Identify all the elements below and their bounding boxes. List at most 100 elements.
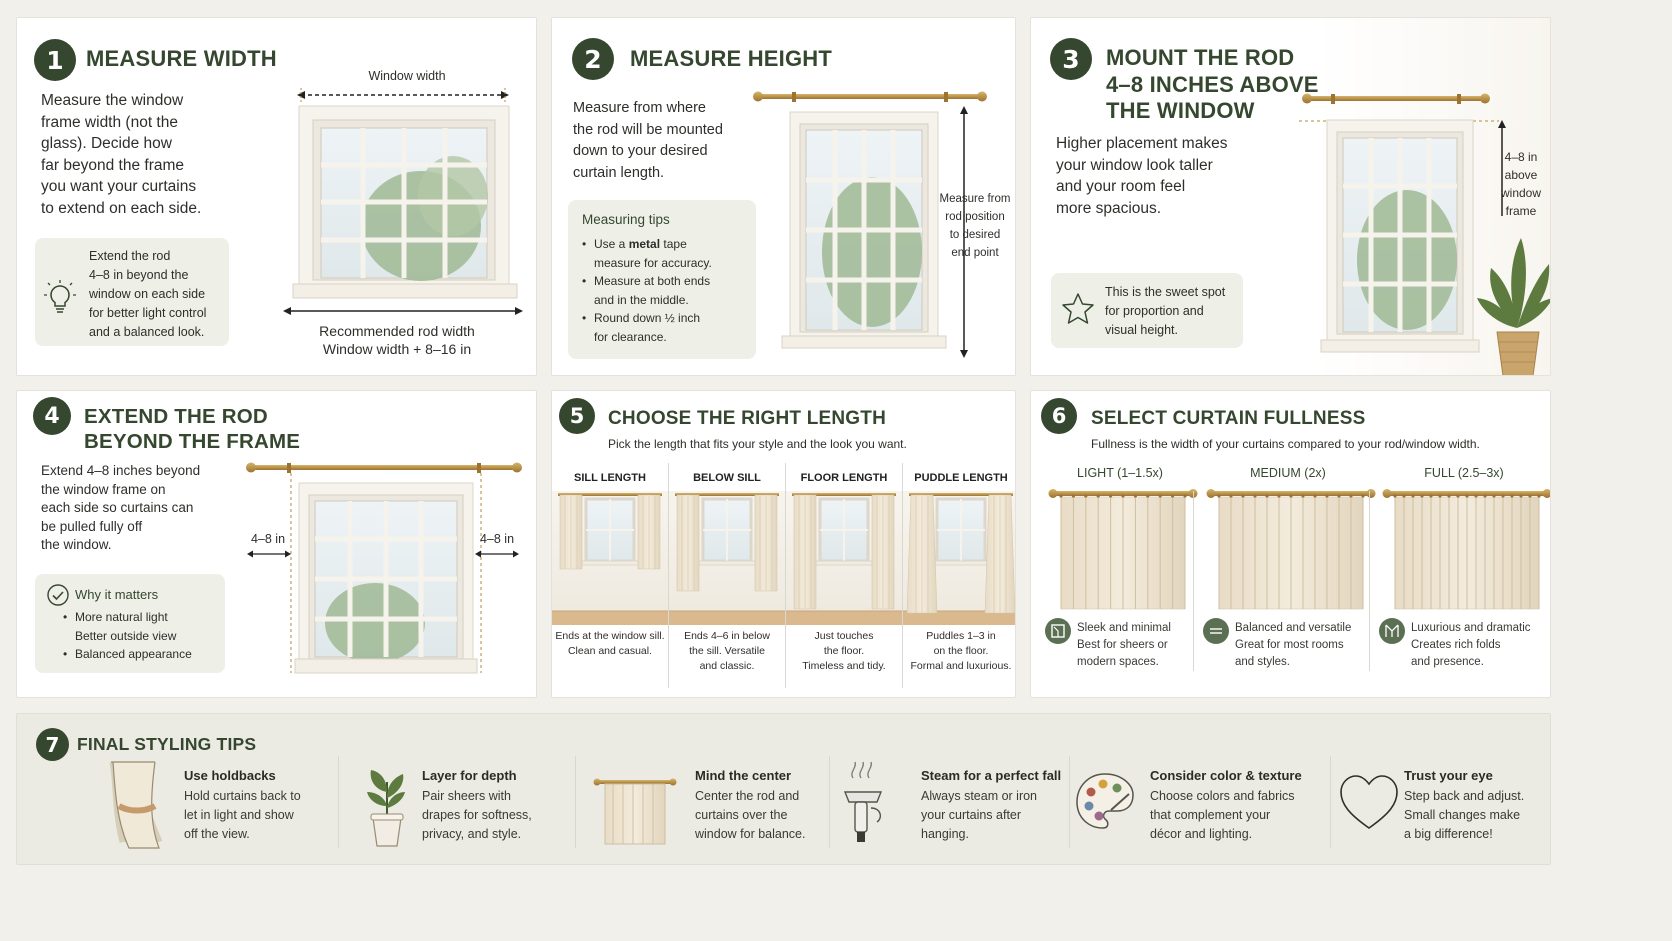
step-title: CHOOSE THE RIGHT LENGTH xyxy=(608,408,886,429)
step-number: 7 xyxy=(36,728,69,761)
fullness-illustration xyxy=(1382,489,1550,610)
length-column-head: FLOOR LENGTH xyxy=(800,472,888,484)
step-subtitle: Pick the length that fits your style and… xyxy=(608,437,907,451)
length-illustration xyxy=(552,491,668,625)
step-number: 3 xyxy=(1050,38,1092,80)
window-illustration xyxy=(1320,119,1480,353)
styling-tip-title: Layer for depth xyxy=(422,768,517,783)
lightbulb-icon xyxy=(44,280,76,313)
rod-illustration xyxy=(246,462,522,473)
right-extend-label: 4–8 in xyxy=(479,532,515,546)
window-illustration xyxy=(294,482,478,674)
plant-illustration xyxy=(1477,238,1550,375)
palette-icon xyxy=(1076,773,1134,829)
step-title: FINAL STYLING TIPS xyxy=(77,734,257,754)
tip-divider xyxy=(1069,756,1070,848)
step-title: SELECT CURTAIN FULLNESS xyxy=(1091,408,1366,429)
rod-illustration xyxy=(1302,93,1490,104)
tip-box xyxy=(1051,273,1243,348)
length-column-desc: Ends at the window sill.Clean and casual… xyxy=(555,630,665,657)
step-number: 4 xyxy=(33,397,71,435)
check-circle-icon xyxy=(47,584,69,606)
holdback-icon xyxy=(109,760,163,849)
tip-divider xyxy=(1330,756,1331,848)
right-extend-arrow xyxy=(475,550,519,558)
left-extend-label: 4–8 in xyxy=(250,532,286,546)
tip-divider xyxy=(575,756,576,848)
step-title: MEASURE HEIGHT xyxy=(630,46,833,71)
rod-width-arrow xyxy=(283,307,523,315)
folds-icon xyxy=(1379,618,1405,644)
styling-tip-title: Steam for a perfect fall xyxy=(921,768,1062,783)
window-illustration xyxy=(292,105,518,299)
step-number: 6 xyxy=(1041,398,1077,434)
step-number: 2 xyxy=(572,38,614,80)
fullness-illustration xyxy=(1206,489,1376,610)
styling-tip-title: Use holdbacks xyxy=(184,768,276,783)
step-number: 5 xyxy=(559,398,595,434)
fullness-illustration xyxy=(1048,489,1198,610)
above-arrow xyxy=(1498,120,1506,216)
length-column-head: BELOW SILL xyxy=(693,472,761,484)
tip-divider xyxy=(829,756,830,848)
step-title: MEASURE WIDTH xyxy=(86,46,277,71)
length-illustration xyxy=(669,491,785,625)
why-title: Why it matters xyxy=(75,587,159,602)
rod-curtain-icon xyxy=(593,778,677,845)
length-illustration xyxy=(786,491,902,625)
fullness-column-head: LIGHT (1–1.5x) xyxy=(1077,466,1163,480)
length-illustration xyxy=(903,491,1015,625)
step-subtitle: Fullness is the width of your curtains c… xyxy=(1091,437,1480,451)
width-arrow xyxy=(297,88,509,102)
window-width-label: Window width xyxy=(368,69,446,83)
fullness-column-head: FULL (2.5–3x) xyxy=(1424,466,1504,480)
plant-icon xyxy=(367,770,405,847)
heart-icon xyxy=(1340,775,1398,829)
tips-title: Measuring tips xyxy=(582,212,670,227)
star-icon xyxy=(1062,293,1094,324)
column-divider xyxy=(1193,491,1194,671)
column-divider xyxy=(785,463,786,688)
height-arrow xyxy=(960,106,968,358)
steamer-icon xyxy=(843,761,883,842)
tip-box xyxy=(35,238,229,346)
tip-divider xyxy=(338,756,339,848)
column-divider xyxy=(1369,491,1370,671)
sheer-icon xyxy=(1045,618,1071,644)
window-illustration xyxy=(781,111,947,349)
styling-tip-title: Consider color & texture xyxy=(1150,768,1302,783)
column-divider xyxy=(668,463,669,688)
left-extend-arrow xyxy=(247,550,291,558)
tips-list: Use a metal tape .measure for accuracy. … xyxy=(582,235,712,346)
rod-illustration xyxy=(753,91,987,102)
column-divider xyxy=(902,463,903,688)
fullness-column-head: MEDIUM (2x) xyxy=(1250,466,1326,480)
